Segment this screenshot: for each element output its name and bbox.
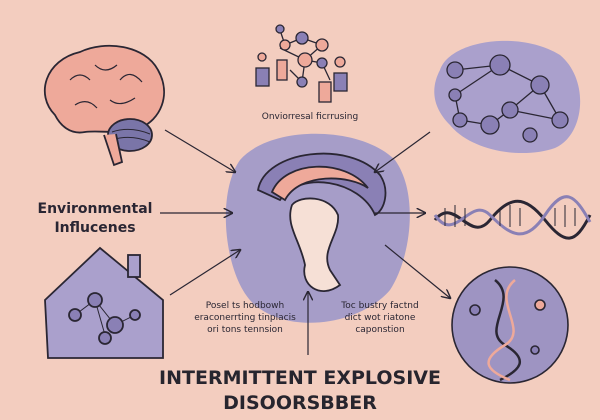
molecule-cluster-icon [434, 40, 581, 154]
caption-left-line-3: ori tons tennsion [207, 325, 283, 335]
title-line-2: DISOORSBBER [223, 392, 377, 414]
caption-right: Toc bustry factnd dict wot riatone capon… [310, 300, 450, 336]
environmental-influences-label: Environmental Influcenes [20, 200, 170, 238]
network-label: Onviorresal ficrrusing [261, 112, 359, 122]
page-title: INTERMITTENT EXPLOSIVE DISOORSBBER [100, 366, 500, 416]
title-line-1: INTERMITTENT EXPLOSIVE [159, 367, 441, 389]
arrows [160, 129, 450, 355]
gene-network-icon [255, 24, 348, 103]
caption-left-line-1: Posel ts hodbowh [205, 301, 285, 311]
dna-icon [433, 195, 592, 240]
brain-cross-section-icon [225, 133, 410, 323]
house-icon [44, 246, 164, 359]
brain-icon [43, 44, 165, 167]
env-line-1: Environmental [37, 201, 153, 217]
caption-left-line-2: eraconerrting tinplacis [194, 313, 296, 323]
caption-left: Posel ts hodbowh eraconerrting tinplacis… [175, 300, 315, 336]
dna-in-cell-icon [451, 266, 569, 384]
caption-right-line-1: Toc bustry factnd [341, 301, 419, 311]
caption-right-line-3: caponstion [355, 325, 405, 335]
caption-right-line-2: dict wot riatone [344, 313, 416, 323]
env-line-2: Influcenes [54, 220, 136, 236]
